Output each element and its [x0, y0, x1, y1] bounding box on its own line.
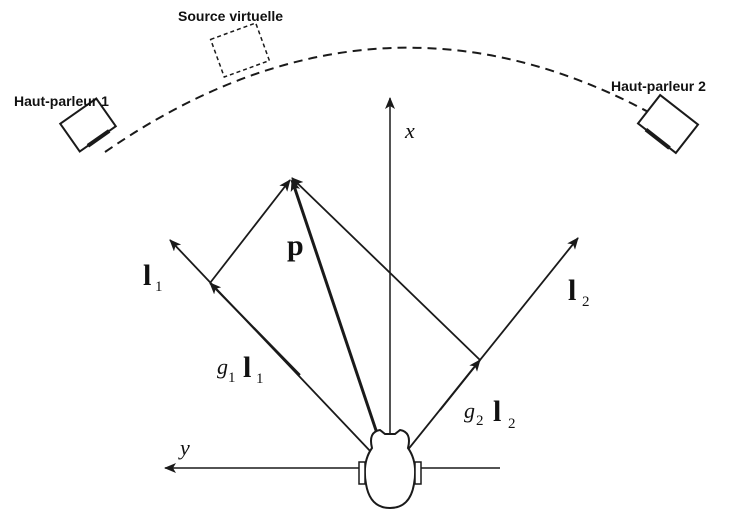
vector-g2l2-label: g 2 l 2 — [464, 395, 516, 432]
vector-l1-label: l 1 — [143, 259, 163, 295]
speaker-1-icon — [58, 97, 118, 153]
vector-p-label: p — [287, 229, 304, 262]
svg-text:l: l — [568, 274, 576, 307]
svg-text:l: l — [143, 259, 151, 292]
svg-text:l: l — [493, 395, 501, 428]
virtual-source-box — [209, 22, 271, 78]
svg-text:g: g — [217, 354, 228, 379]
svg-text:2: 2 — [476, 413, 484, 429]
speaker-2-icon — [636, 93, 700, 155]
vector-g1l1-label: g 1 l 1 — [217, 351, 264, 387]
vector-l2-label: l 2 — [568, 274, 590, 310]
y-axis-label: y — [178, 435, 190, 460]
vector-g1l1-arrow — [209, 282, 301, 376]
parallelogram-edge-1 — [209, 179, 291, 284]
parallelogram-edge-2 — [291, 177, 481, 361]
x-axis-label: x — [404, 118, 415, 143]
svg-text:g: g — [464, 398, 475, 423]
vector-g2l2-arrow — [439, 359, 481, 411]
speaker-1-label: Haut-parleur 1 — [14, 93, 109, 109]
svg-text:2: 2 — [582, 294, 590, 310]
speaker-2-label: Haut-parleur 2 — [611, 78, 706, 94]
listener-head-icon — [358, 428, 422, 510]
svg-text:2: 2 — [508, 416, 516, 432]
svg-text:1: 1 — [256, 371, 264, 387]
svg-text:1: 1 — [228, 370, 236, 386]
vector-l2-arrow — [389, 237, 579, 473]
vector-l1-arrow — [169, 239, 391, 473]
svg-text:1: 1 — [155, 279, 163, 295]
svg-text:l: l — [243, 351, 251, 384]
speaker-arc — [104, 46, 681, 153]
virtual-source-label: Source virtuelle — [178, 8, 283, 24]
vector-p-arrow — [290, 179, 392, 473]
